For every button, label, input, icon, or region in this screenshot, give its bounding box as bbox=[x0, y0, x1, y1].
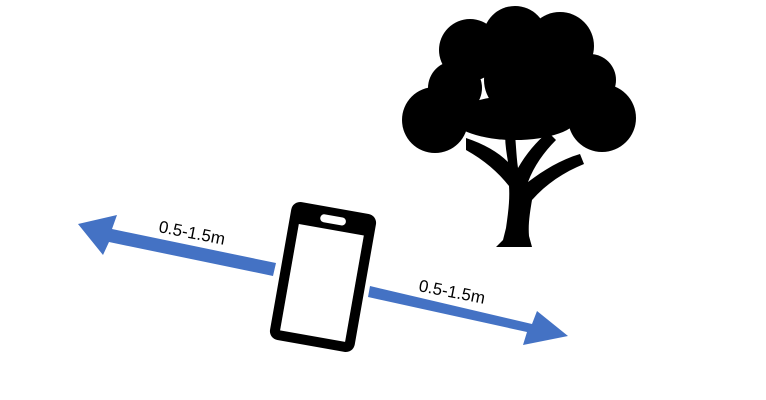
phone-screen bbox=[280, 223, 364, 342]
tree-icon bbox=[402, 6, 636, 247]
tree-trunk bbox=[466, 126, 584, 247]
left-arrow-shape bbox=[78, 215, 276, 276]
smartphone-icon bbox=[269, 202, 377, 352]
right-arrow-shape bbox=[368, 286, 568, 345]
phone-speaker bbox=[320, 214, 346, 226]
left-distance-arrow: 0.5-1.5m bbox=[78, 215, 276, 276]
right-distance-arrow: 0.5-1.5m bbox=[368, 276, 568, 345]
